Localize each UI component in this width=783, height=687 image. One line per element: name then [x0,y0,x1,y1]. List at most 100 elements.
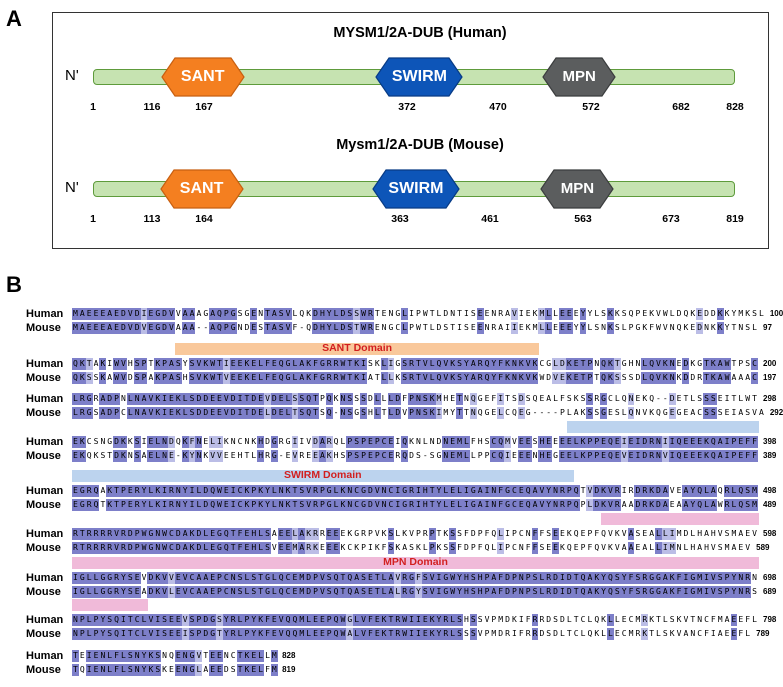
mpn-domain-bar [600,513,759,525]
residue-position-label: 372 [398,101,416,113]
sequence-end-position: 598 [763,529,777,538]
species-label: Mouse [26,542,61,554]
mpn-domain-bar [72,557,759,569]
species-label: Mouse [26,450,61,462]
swirm-domain-label: SWIRM Domain [283,469,362,481]
swirm-domain-label: SWIRM [391,68,447,85]
mpn-domain-bar [72,599,148,611]
sequence-end-position: 197 [763,373,777,382]
swirm-domain-shape [375,57,464,97]
species-label: Human [26,485,64,497]
sant-domain-hexagon [160,57,245,97]
n-terminus-label: N' [65,67,79,84]
mpn-domain-shape [542,57,616,97]
species-label: Human [26,572,64,584]
sequence-end-position: 489 [763,500,777,509]
sant-domain-label: SANT [180,68,225,85]
mpn-domain-label: MPN Domain [383,556,448,568]
sequence-end-position: 819 [282,665,296,674]
sequence-end-position: 498 [763,486,777,495]
swirm-domain-bar [72,470,574,482]
species-label: Mouse [26,628,61,640]
residue-position-label: 164 [195,213,213,225]
species-label: Mouse [26,586,61,598]
sequence-end-position: 200 [763,359,777,368]
species-label: Mouse [26,407,61,419]
species-label: Human [26,614,64,626]
residue-position-label: 167 [195,101,213,113]
species-label: Human [26,436,64,448]
sequence-end-position: 698 [763,573,777,582]
residue-position-label: 828 [726,101,744,113]
sequence-end-position: 398 [763,437,777,446]
sequence-end-position: 828 [282,651,296,660]
residue-position-label: 563 [574,213,592,225]
residue-position-label: 470 [489,101,507,113]
mpn-domain-label: MPN [560,180,595,197]
sant-domain-hexagon [159,169,244,209]
residue-position-label: 1 [90,101,96,113]
swirm-domain-hexagon [375,57,464,97]
species-label: Mouse [26,322,61,334]
sequence-end-position: 789 [756,629,770,638]
sequence-end-position: 798 [763,615,777,624]
swirm-domain-label: SWIRM [388,180,444,197]
species-label: Mouse [26,372,61,384]
sant-domain-bar [175,343,540,355]
sant-domain-label: SANT Domain [322,342,393,354]
panel-b-label: B [6,272,22,297]
species-label: Mouse [26,499,61,511]
sequence-end-position: 292 [769,408,783,417]
residue-position-label: 116 [143,101,161,113]
residue-position-label: 572 [582,101,600,113]
sequence-end-position: 100 [769,309,783,318]
species-label: Human [26,308,64,320]
residue-position-label: 819 [726,213,744,225]
sequence-end-position: 589 [756,543,770,552]
residue-position-label: 461 [481,213,499,225]
residue-position-label: 673 [662,213,680,225]
sant-domain-shape [160,57,245,97]
residue-position-label: 682 [672,101,690,113]
mpn-domain-label: MPN [562,68,596,85]
species-label: Human [26,393,64,405]
panel-a-label: A [6,6,22,31]
sequence-end-position: 97 [763,323,772,332]
mpn-domain-shape [540,169,615,209]
species-label: Human [26,528,64,540]
swirm-domain-hexagon [372,169,460,209]
swirm-domain-bar [566,421,759,433]
